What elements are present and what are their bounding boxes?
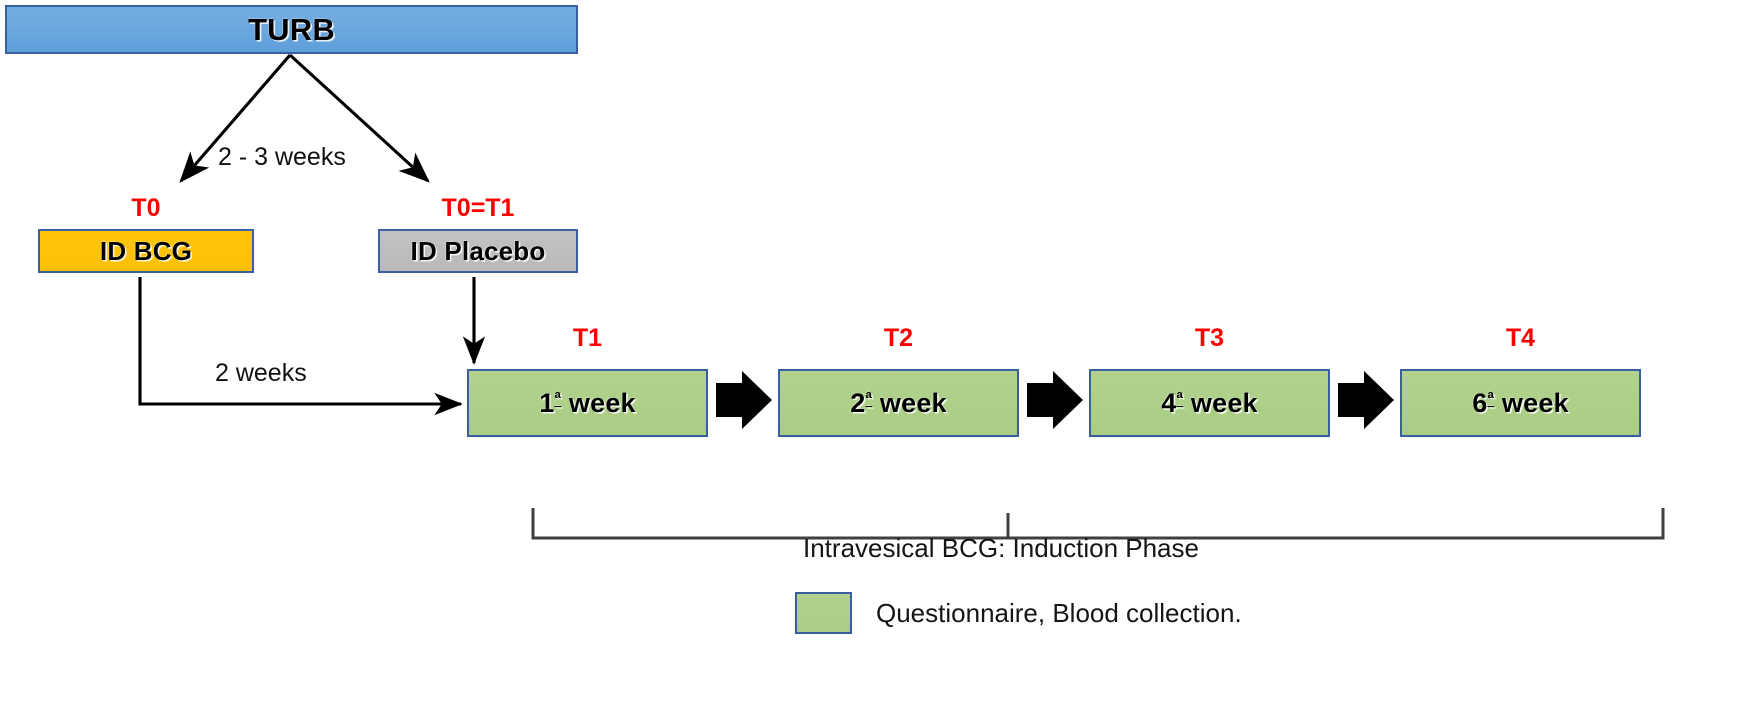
ordinal-superscript: ª <box>1176 388 1184 409</box>
node-id-bcg-label: ID BCG <box>99 236 193 266</box>
node-week-4[interactable]: 6ª week <box>1400 369 1641 437</box>
node-id-bcg[interactable]: ID BCG <box>38 229 254 273</box>
node-week-1-label: 1ª week <box>539 387 636 418</box>
edge-label-two-weeks: 2 weeks <box>215 359 307 387</box>
node-id-placebo[interactable]: ID Placebo <box>378 229 578 273</box>
legend: Questionnaire, Blood collection. <box>795 592 1242 634</box>
node-week-2-label: 2ª week <box>850 387 947 418</box>
chevron-arrow-2 <box>1027 371 1083 429</box>
node-week-3[interactable]: 4ª week <box>1089 369 1330 437</box>
timepoint-label-t1: T1 <box>572 324 603 352</box>
node-week-4-label: 6ª week <box>1472 387 1569 418</box>
node-turb[interactable]: TURB <box>5 5 578 54</box>
timepoint-label-placebo: T0=T1 <box>441 194 515 222</box>
ordinal-superscript: ª <box>865 388 873 409</box>
node-week-3-label: 4ª week <box>1161 387 1258 418</box>
node-week-2[interactable]: 2ª week <box>778 369 1019 437</box>
node-week-1[interactable]: 1ª week <box>467 369 708 437</box>
timepoint-label-t3: T3 <box>1194 324 1225 352</box>
timepoint-label-t4: T4 <box>1505 324 1536 352</box>
timepoint-label-t2: T2 <box>883 324 914 352</box>
chevron-arrow-1 <box>716 371 772 429</box>
induction-phase-caption: Intravesical BCG: Induction Phase <box>803 533 1199 563</box>
timepoint-label-bcg: T0 <box>131 194 161 222</box>
ordinal-superscript: ª <box>554 388 562 409</box>
node-turb-label: TURB <box>248 12 335 47</box>
legend-swatch-questionnaire <box>795 592 852 634</box>
chevron-arrow-3 <box>1338 371 1394 429</box>
ordinal-superscript: ª <box>1487 388 1495 409</box>
edge-label-split: 2 - 3 weeks <box>218 143 346 171</box>
legend-label-questionnaire: Questionnaire, Blood collection. <box>876 597 1242 628</box>
node-id-placebo-label: ID Placebo <box>410 236 546 266</box>
